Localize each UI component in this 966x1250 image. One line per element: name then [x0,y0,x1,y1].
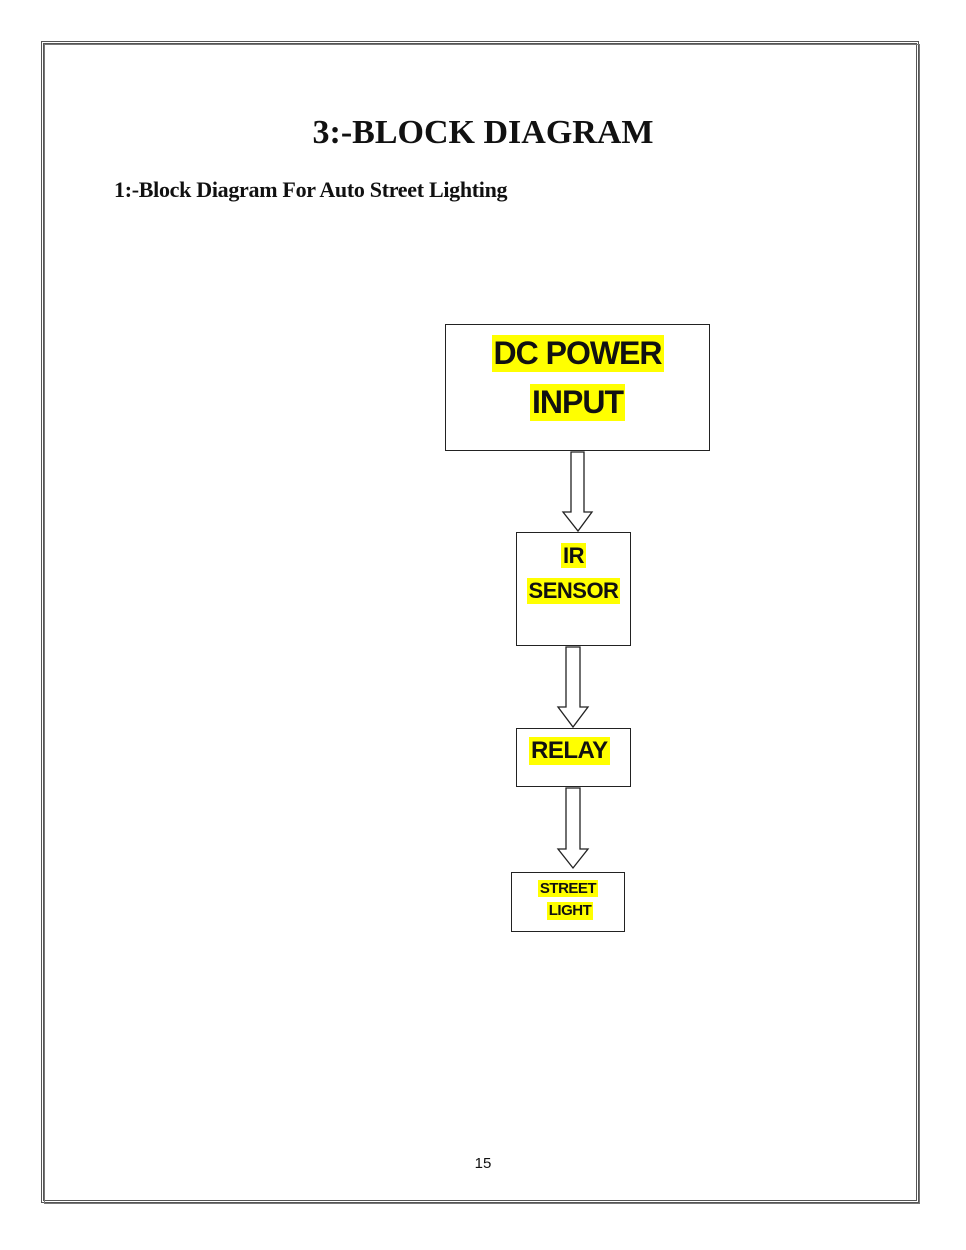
arrow-ir-to-relay [556,646,590,729]
relay-block: RELAY [516,728,631,787]
relay-label: RELAY [529,737,610,765]
dc-power-label-line2: INPUT [530,383,625,421]
ir-sensor-block: IR SENSOR [516,532,631,646]
ir-sensor-label-line1: IR [561,543,586,569]
page-border [41,41,919,1203]
arrow-dc-to-ir [561,451,594,533]
page-border-inner [44,44,920,1204]
street-light-block: STREET LIGHT [511,872,625,932]
street-light-label-line1: STREET [537,880,599,898]
ir-sensor-label-line2: SENSOR [526,578,621,604]
arrow-relay-to-street-light [556,787,590,870]
dc-power-input-block: DC POWER INPUT [445,324,710,451]
page-number: 15 [474,1155,492,1172]
street-light-label-line2: LIGHT [546,902,594,920]
section-subtitle: 1:-Block Diagram For Auto Street Lightin… [114,177,508,202]
dc-power-label-line1: DC POWER [491,335,664,372]
page-title: 3:-BLOCK DIAGRAM [312,114,654,151]
